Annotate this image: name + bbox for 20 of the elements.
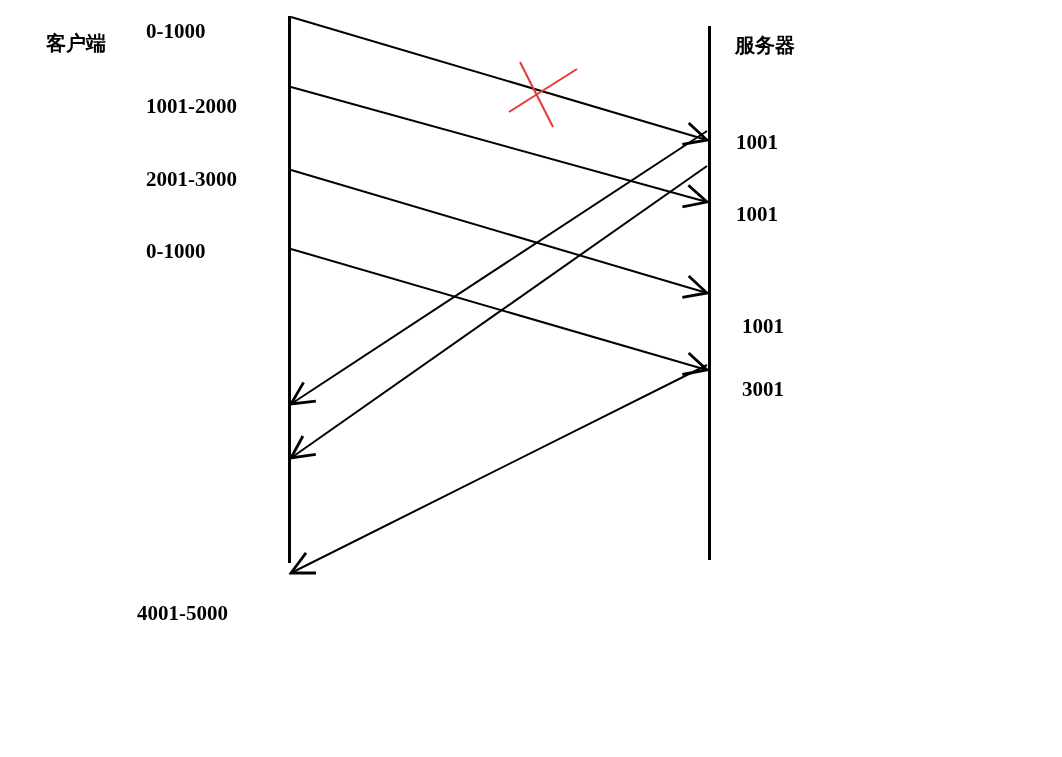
sequence-number: 3001: [742, 376, 784, 403]
lifeline: [708, 26, 711, 560]
sequence-number: 1001-2000: [146, 93, 237, 120]
arrow: [290, 248, 709, 376]
arrow: [289, 364, 708, 575]
sequence-number: 1001: [736, 129, 778, 156]
sequence-number: 0-1000: [146, 18, 206, 45]
arrow: [290, 169, 709, 299]
arrow: [289, 165, 708, 460]
lifeline: [288, 16, 291, 563]
arrow: [289, 130, 708, 406]
lifeline-title: 客户端: [46, 30, 106, 57]
sequence-number: 4001-5000: [137, 600, 228, 627]
sequence-number: 1001: [736, 201, 778, 228]
arrow: [290, 16, 709, 146]
arrow: [290, 86, 709, 209]
sequence-number: 2001-3000: [146, 166, 237, 193]
lifeline-title: 服务器: [735, 32, 795, 59]
sequence-number: 0-1000: [146, 238, 206, 265]
sequence-number: 1001: [742, 313, 784, 340]
